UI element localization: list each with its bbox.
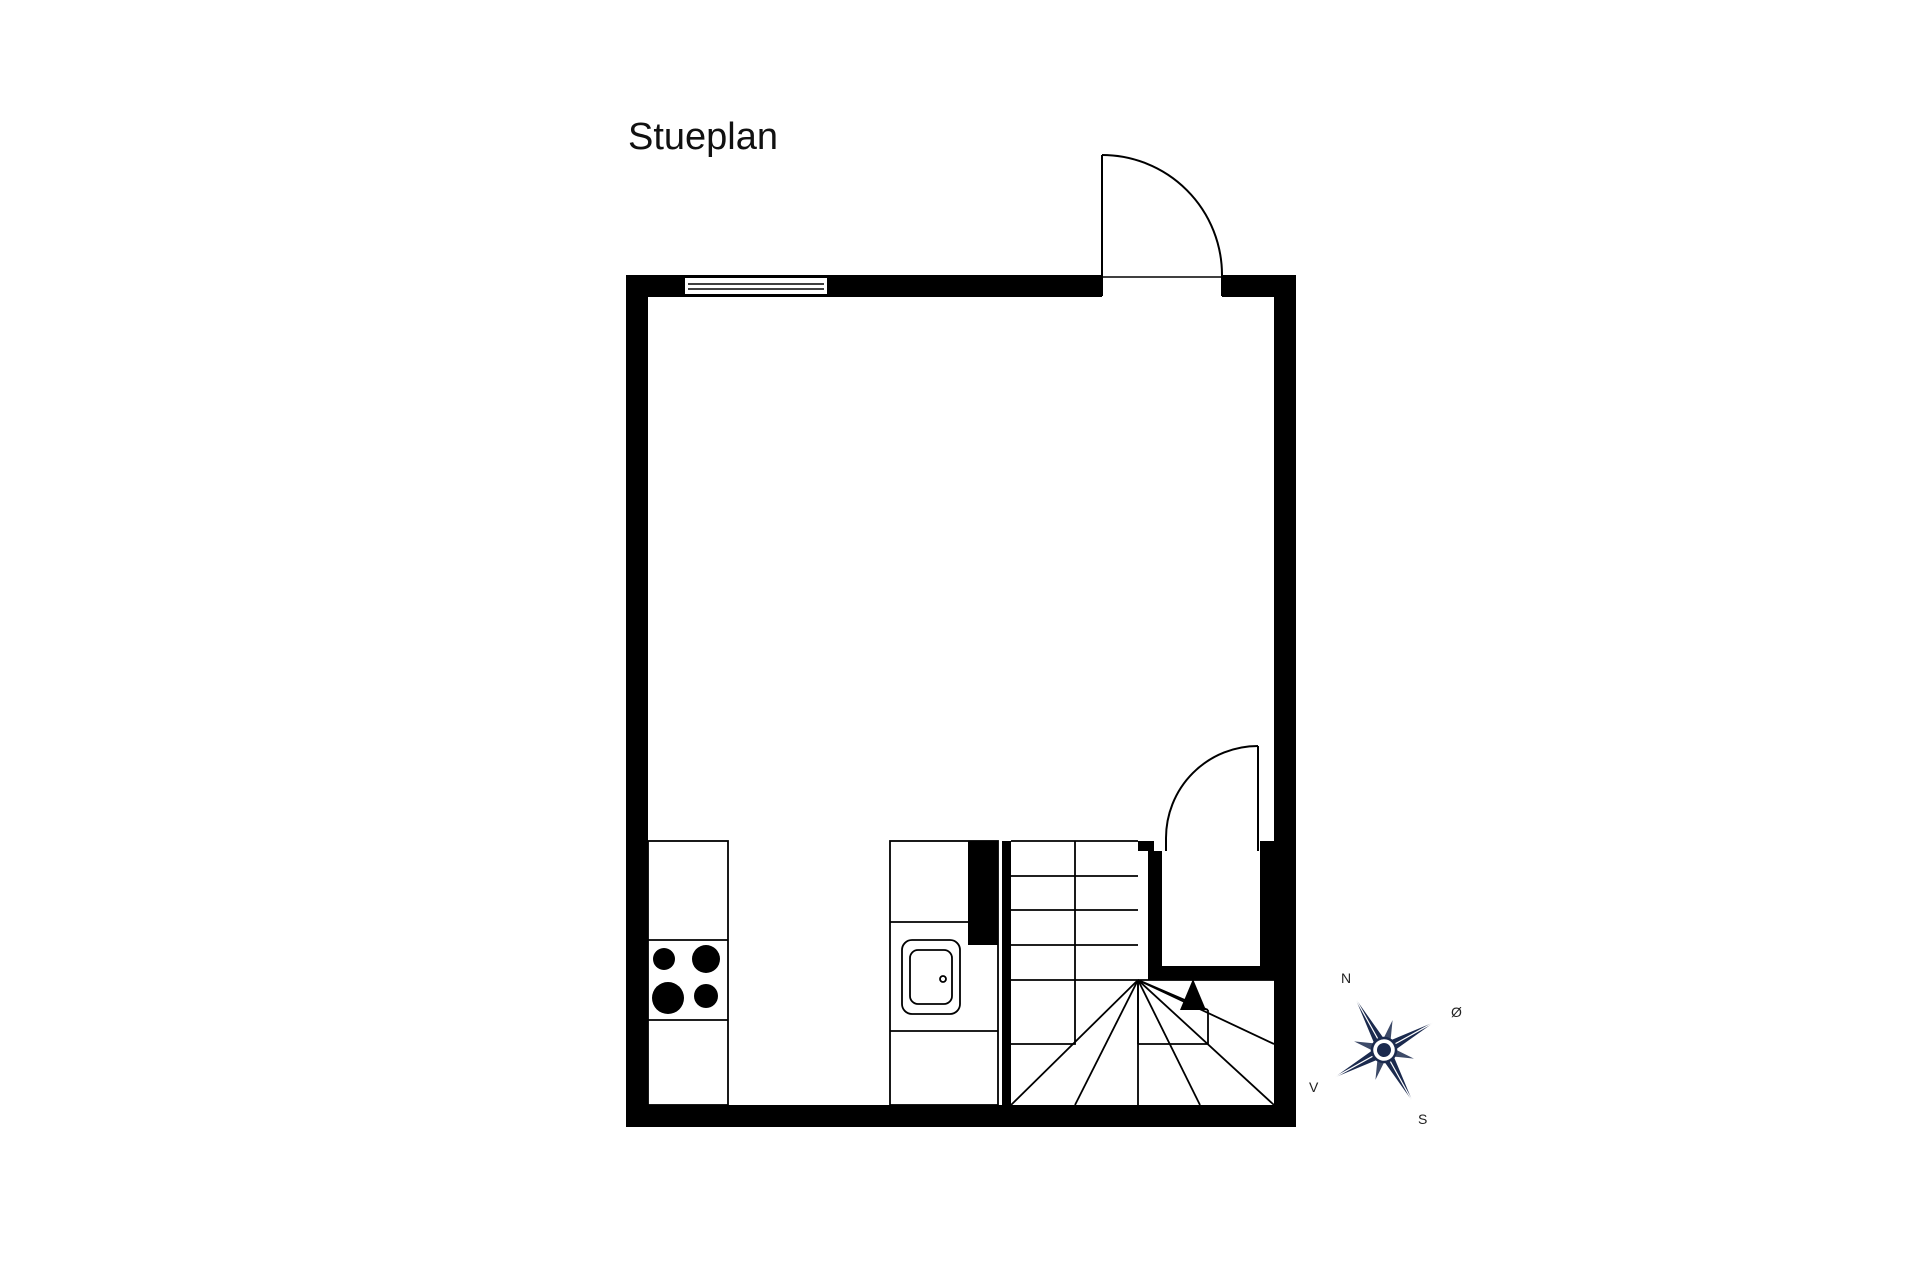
closet-walls [1138,841,1274,980]
hob-burner-large-bottom [652,982,684,1014]
compass-label-east: Ø [1451,1004,1462,1020]
column-block [968,841,998,945]
exterior-walls [626,275,1296,1127]
entrance-door-swing [1101,154,1223,276]
stair-direction-arrow-icon [1180,979,1206,1010]
wall-right [1274,275,1296,1127]
kitchen-counter-left [647,840,729,1106]
window-top [683,276,829,296]
hob-icon [652,945,720,1014]
sink-icon [901,939,961,1015]
counter-left-body [647,840,729,1106]
counter-middle-body [889,840,999,1106]
compass-label-north: N [1341,970,1351,986]
compass-rose-icon [1329,993,1439,1107]
wall-left [626,275,648,1127]
hob-burner-small-top [653,948,675,970]
wall-bottom [626,1105,1296,1127]
hob-burner-large-top [692,945,720,973]
entrance-door [1101,154,1223,296]
closet-door-swing [1165,745,1259,839]
compass-label-south: S [1418,1111,1427,1127]
compass-label-west: V [1309,1079,1319,1095]
closet-door [1165,745,1259,851]
hob-burner-small-bottom [694,984,718,1008]
plan-title: Stueplan [628,116,779,158]
